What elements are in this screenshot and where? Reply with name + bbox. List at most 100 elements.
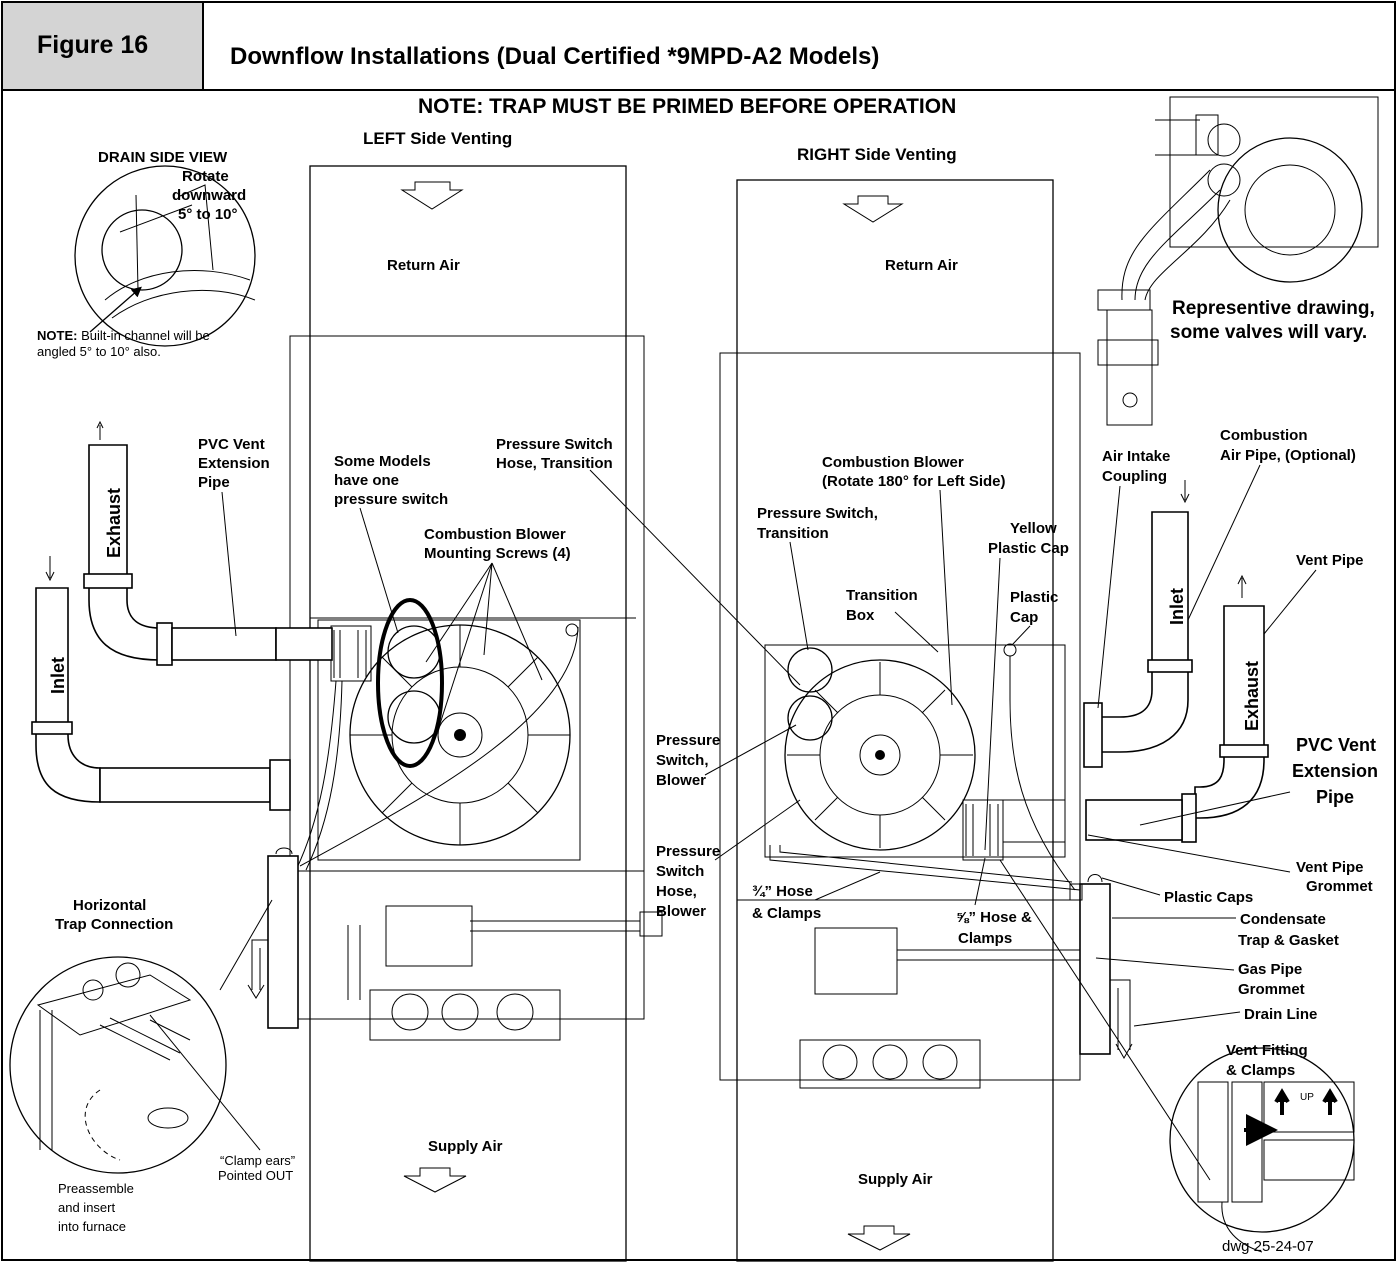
right-pvc-3: Pipe [1316, 787, 1354, 807]
gas-grommet-2: Grommet [1238, 981, 1305, 998]
left-vent-pipes: Exhaust Inlet [31, 420, 333, 811]
air-intake-1: Air Intake [1102, 448, 1170, 465]
horizontal-trap-detail [9, 899, 273, 1174]
right-pvc-2: Extension [1292, 761, 1378, 781]
right-return-arrow [842, 195, 904, 223]
left-title: LEFT Side Venting [363, 129, 512, 148]
left-pressure-switch-2 [387, 690, 441, 744]
right-supply-air: Supply Air [858, 1171, 933, 1188]
ps-transition-1: Pressure Switch, [757, 505, 878, 522]
diagram-area [1, 89, 1396, 1261]
some-models-3: pressure switch [334, 491, 448, 508]
ps-transition-2: Transition [757, 525, 829, 542]
right-title: RIGHT Side Venting [797, 145, 957, 164]
plastic-cap-1: Plastic [1010, 589, 1058, 606]
right-vent-pipes: Inlet Exhaust [1083, 480, 1269, 843]
representative-inset [1097, 96, 1379, 426]
left-condensate-trap [267, 855, 299, 1029]
right-condensate-trap [1079, 883, 1111, 1055]
plastic-cap-2: Cap [1010, 609, 1038, 626]
condensate-2: Trap & Gasket [1238, 932, 1339, 949]
figure-label: Figure 16 [37, 31, 149, 59]
drain-note-2: angled 5° to 10° also. [37, 344, 161, 359]
right-blower-housing [764, 644, 1066, 858]
ps-hose-blower-2: Switch [656, 863, 704, 880]
yellow-cap-2: Plastic Cap [988, 540, 1069, 557]
left-panel [289, 335, 645, 1020]
pressure-switch-highlight [376, 598, 444, 768]
right-supply-arrow [847, 1225, 911, 1251]
ps-hose-2: Hose, Transition [496, 455, 613, 472]
up-marking: UP [1300, 1092, 1314, 1103]
vent-grommet-1: Vent Pipe [1296, 859, 1364, 876]
representative-1: Representive drawing, [1172, 298, 1375, 319]
left-furnace [289, 165, 663, 1262]
horiz-trap-2: Trap Connection [55, 916, 173, 933]
left-vent-fitting [330, 625, 372, 682]
left-exhaust-label: Exhaust [104, 488, 124, 558]
figure-label-box: Figure 16 [1, 1, 204, 91]
left-exhaust-pipe [88, 444, 161, 661]
rotate-label-1: Rotate [182, 168, 229, 185]
right-gas-valve [814, 927, 898, 995]
yellow-cap-1: Yellow [1010, 520, 1057, 537]
right-pvc-extension [1085, 799, 1183, 841]
left-return-arrow [400, 181, 464, 210]
preassemble-1: Preassemble [58, 1181, 134, 1196]
right-burners [799, 1039, 981, 1089]
left-gas-valve [385, 905, 473, 967]
hose-34-2: & Clamps [752, 905, 821, 922]
left-pvc-2: Extension [198, 455, 270, 472]
ps-blower-1: Pressure [656, 732, 720, 749]
hose-58-2: Clamps [958, 930, 1012, 947]
left-supply-arrow [403, 1167, 467, 1193]
left-supply-air: Supply Air [428, 1138, 503, 1155]
air-intake-2: Coupling [1102, 468, 1167, 485]
preassemble-2: and insert [58, 1200, 115, 1215]
transition-box-1: Transition [846, 587, 918, 604]
clamp-ears-2: Pointed OUT [218, 1168, 293, 1183]
right-exhaust-label: Exhaust [1242, 661, 1262, 731]
right-inlet-label: Inlet [1167, 588, 1187, 625]
comb-air-pipe-1: Combustion [1220, 427, 1308, 444]
drain-line-label: Drain Line [1244, 1006, 1317, 1023]
ps-blower-3: Blower [656, 772, 706, 789]
preassemble-3: into furnace [58, 1219, 126, 1234]
ps-hose-blower-1: Pressure [656, 843, 720, 860]
left-blower-housing [317, 619, 581, 861]
vent-fitting-2: & Clamps [1226, 1062, 1295, 1079]
left-inlet-label: Inlet [48, 657, 68, 694]
vent-fitting-detail: UP [1169, 1047, 1355, 1253]
left-pvc-3: Pipe [198, 474, 230, 491]
ps-hose-1: Pressure Switch [496, 436, 613, 453]
comb-blower-1: Combustion Blower [822, 454, 964, 471]
figure-title: Downflow Installations (Dual Certified *… [230, 43, 880, 70]
hose-58-1: ⅝” Hose & [956, 909, 1032, 926]
right-furnace [719, 179, 1081, 1262]
ps-blower-2: Switch, [656, 752, 709, 769]
some-models-2: have one [334, 472, 399, 489]
screws-label-1: Combustion Blower [424, 526, 566, 543]
right-cabinet [736, 179, 1054, 1262]
hose-34-1: ¾” Hose [752, 883, 813, 900]
drain-note: NOTE: Built-in channel will be [37, 328, 210, 343]
rotate-label-2: downward [172, 187, 246, 204]
ps-hose-blower-4: Blower [656, 903, 706, 920]
right-return-air: Return Air [885, 257, 958, 274]
drain-side-view: DRAIN SIDE VIEW Rotate downward 5° to 10… [37, 149, 256, 359]
vent-pipe-label: Vent Pipe [1296, 552, 1364, 569]
screws-label-2: Mounting Screws (4) [424, 545, 571, 562]
ps-hose-blower-3: Hose, [656, 883, 697, 900]
left-cabinet [309, 165, 627, 1262]
left-inlet-pipe [35, 587, 101, 803]
comb-air-pipe-2: Air Pipe, (Optional) [1220, 447, 1356, 464]
comb-blower-2: (Rotate 180° for Left Side) [822, 473, 1006, 490]
left-pvc-extension [171, 627, 277, 661]
rotate-label-3: 5° to 10° [178, 206, 238, 223]
right-panel [719, 352, 1081, 1081]
condensate-1: Condensate [1240, 911, 1326, 928]
trap-prime-note: NOTE: TRAP MUST BE PRIMED BEFORE OPERATI… [418, 95, 956, 118]
right-pressure-switch-2 [787, 695, 833, 741]
